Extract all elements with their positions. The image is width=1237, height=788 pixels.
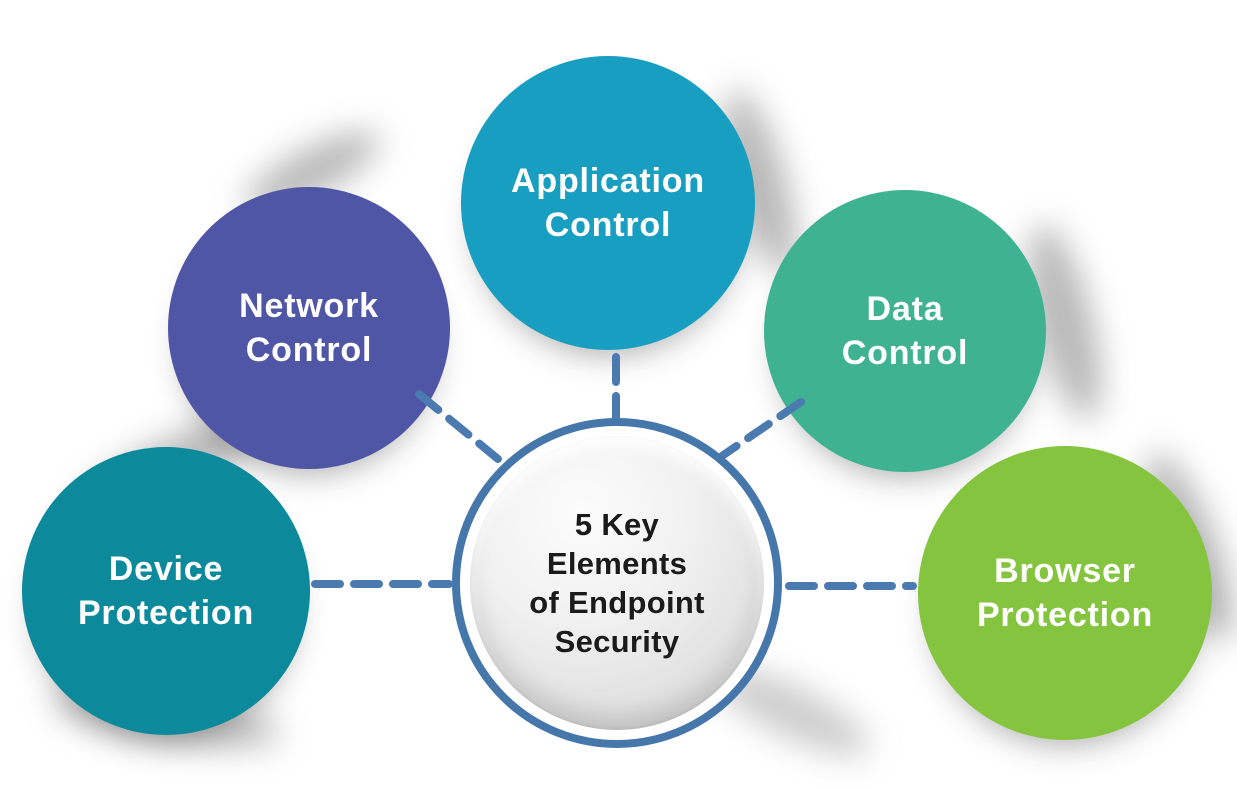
center-hub-disc: 5 Key Elements of Endpoint Security [470,436,764,730]
center-title-line: Elements [546,546,688,581]
center-title-line: 5 Key [574,507,660,542]
center-title-line: of Endpoint [529,585,705,620]
node-label: Device Protection [77,550,255,632]
node-data-control: Data Control [764,190,1046,472]
node-application-control: Application Control [461,56,755,350]
connector-network-to-hub [415,390,502,463]
node-device-protection: Device Protection [22,447,310,735]
node-label: Network Control [239,287,379,369]
node-label: Data Control [841,290,969,372]
center-hub-ring: 5 Key Elements of Endpoint Security [452,418,782,748]
center-title: 5 Key Elements of Endpoint Security [529,505,704,661]
node-label: Application Control [511,162,705,244]
node-browser-protection: Browser Protection [918,446,1212,740]
center-title-line: Security [554,624,680,659]
node-label: Browser Protection [976,552,1154,634]
node-network-control: Network Control [168,187,450,469]
